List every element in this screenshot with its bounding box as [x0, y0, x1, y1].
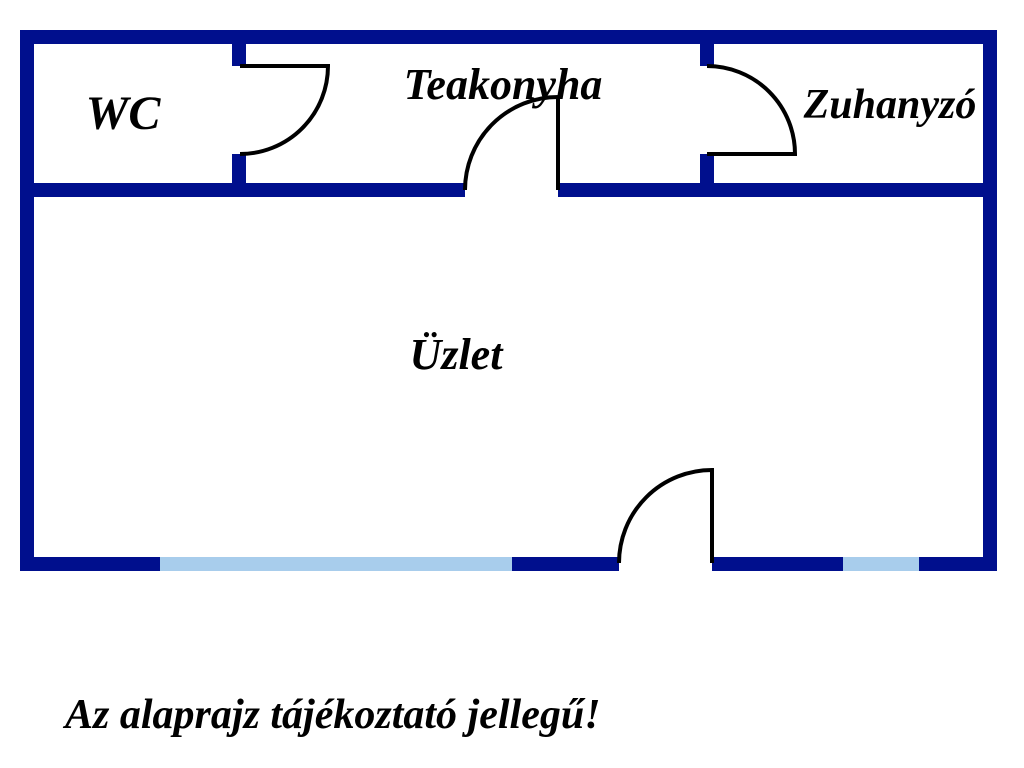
door-swing-entrance [617, 467, 714, 564]
room-label-wc: WC [86, 87, 162, 140]
wall-top [20, 30, 997, 44]
wall-wc-teakonyha-top-segment [232, 30, 246, 66]
wall-right [983, 30, 997, 571]
wall-left [20, 30, 34, 571]
door-swing-wc [239, 64, 331, 156]
door-swing-teakonyha [463, 94, 560, 191]
window-bottom-right [843, 557, 919, 571]
wall-divider-right-segment [558, 183, 997, 197]
disclaimer-text: Az alaprajz tájékoztató jellegű! [62, 692, 601, 738]
room-label-uzlet: Üzlet [410, 330, 505, 379]
doors [239, 64, 798, 564]
room-labels: WC Teakonyha Zuhanyzó Üzlet [86, 60, 977, 379]
window-bottom-left [160, 557, 512, 571]
room-label-teakonyha: Teakonyha [404, 60, 603, 109]
room-label-zuhanyzo: Zuhanyzó [803, 82, 977, 128]
interior-walls [20, 30, 997, 197]
wall-teakonyha-zuhanyzo-bottom-segment [700, 154, 714, 197]
door-swing-zuhanyzo [706, 64, 798, 156]
wall-teakonyha-zuhanyzo-top-segment [700, 30, 714, 66]
wall-wc-teakonyha-bottom-segment [232, 154, 246, 197]
windows [160, 557, 919, 571]
